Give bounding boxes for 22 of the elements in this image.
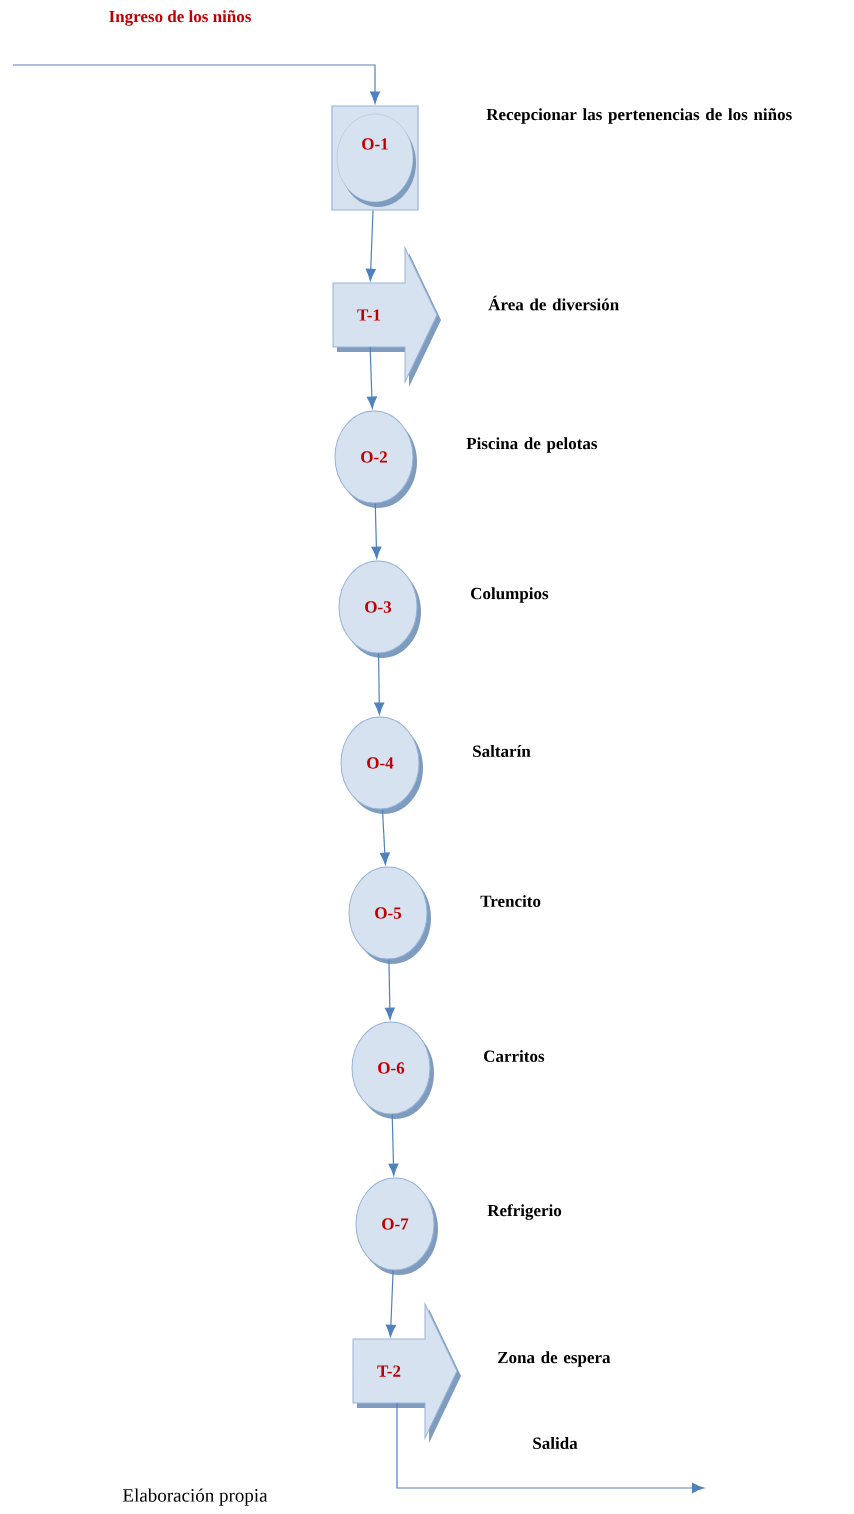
arrow [396, 1402, 705, 1494]
activity-text: Saltarín [473, 745, 531, 757]
label-text: Salida [533, 1437, 578, 1449]
activity-text: Zona de espera [498, 1351, 611, 1367]
activity-text: Recepcionar las pertenencias de los niños [486, 108, 792, 124]
activity-text: Área de diversión [488, 295, 619, 311]
caption: Elaboración propia [123, 1488, 268, 1506]
activity-text: Refrigerio [487, 1204, 562, 1220]
arrow [388, 1113, 399, 1176]
arrow [384, 958, 395, 1020]
arrow [365, 210, 376, 282]
activity-text: Trencito [480, 895, 541, 907]
arrow [12, 64, 381, 104]
arrow [379, 808, 390, 865]
label-text: Ingreso de los niños [109, 10, 251, 26]
arrow [385, 1269, 396, 1338]
arrow [371, 502, 382, 559]
activity-text: Columpios [471, 587, 549, 603]
activity-text: Piscina de pelotas [466, 437, 598, 453]
arrow [374, 652, 385, 715]
activity-text: Carritos [484, 1050, 545, 1062]
arrow [366, 346, 377, 409]
